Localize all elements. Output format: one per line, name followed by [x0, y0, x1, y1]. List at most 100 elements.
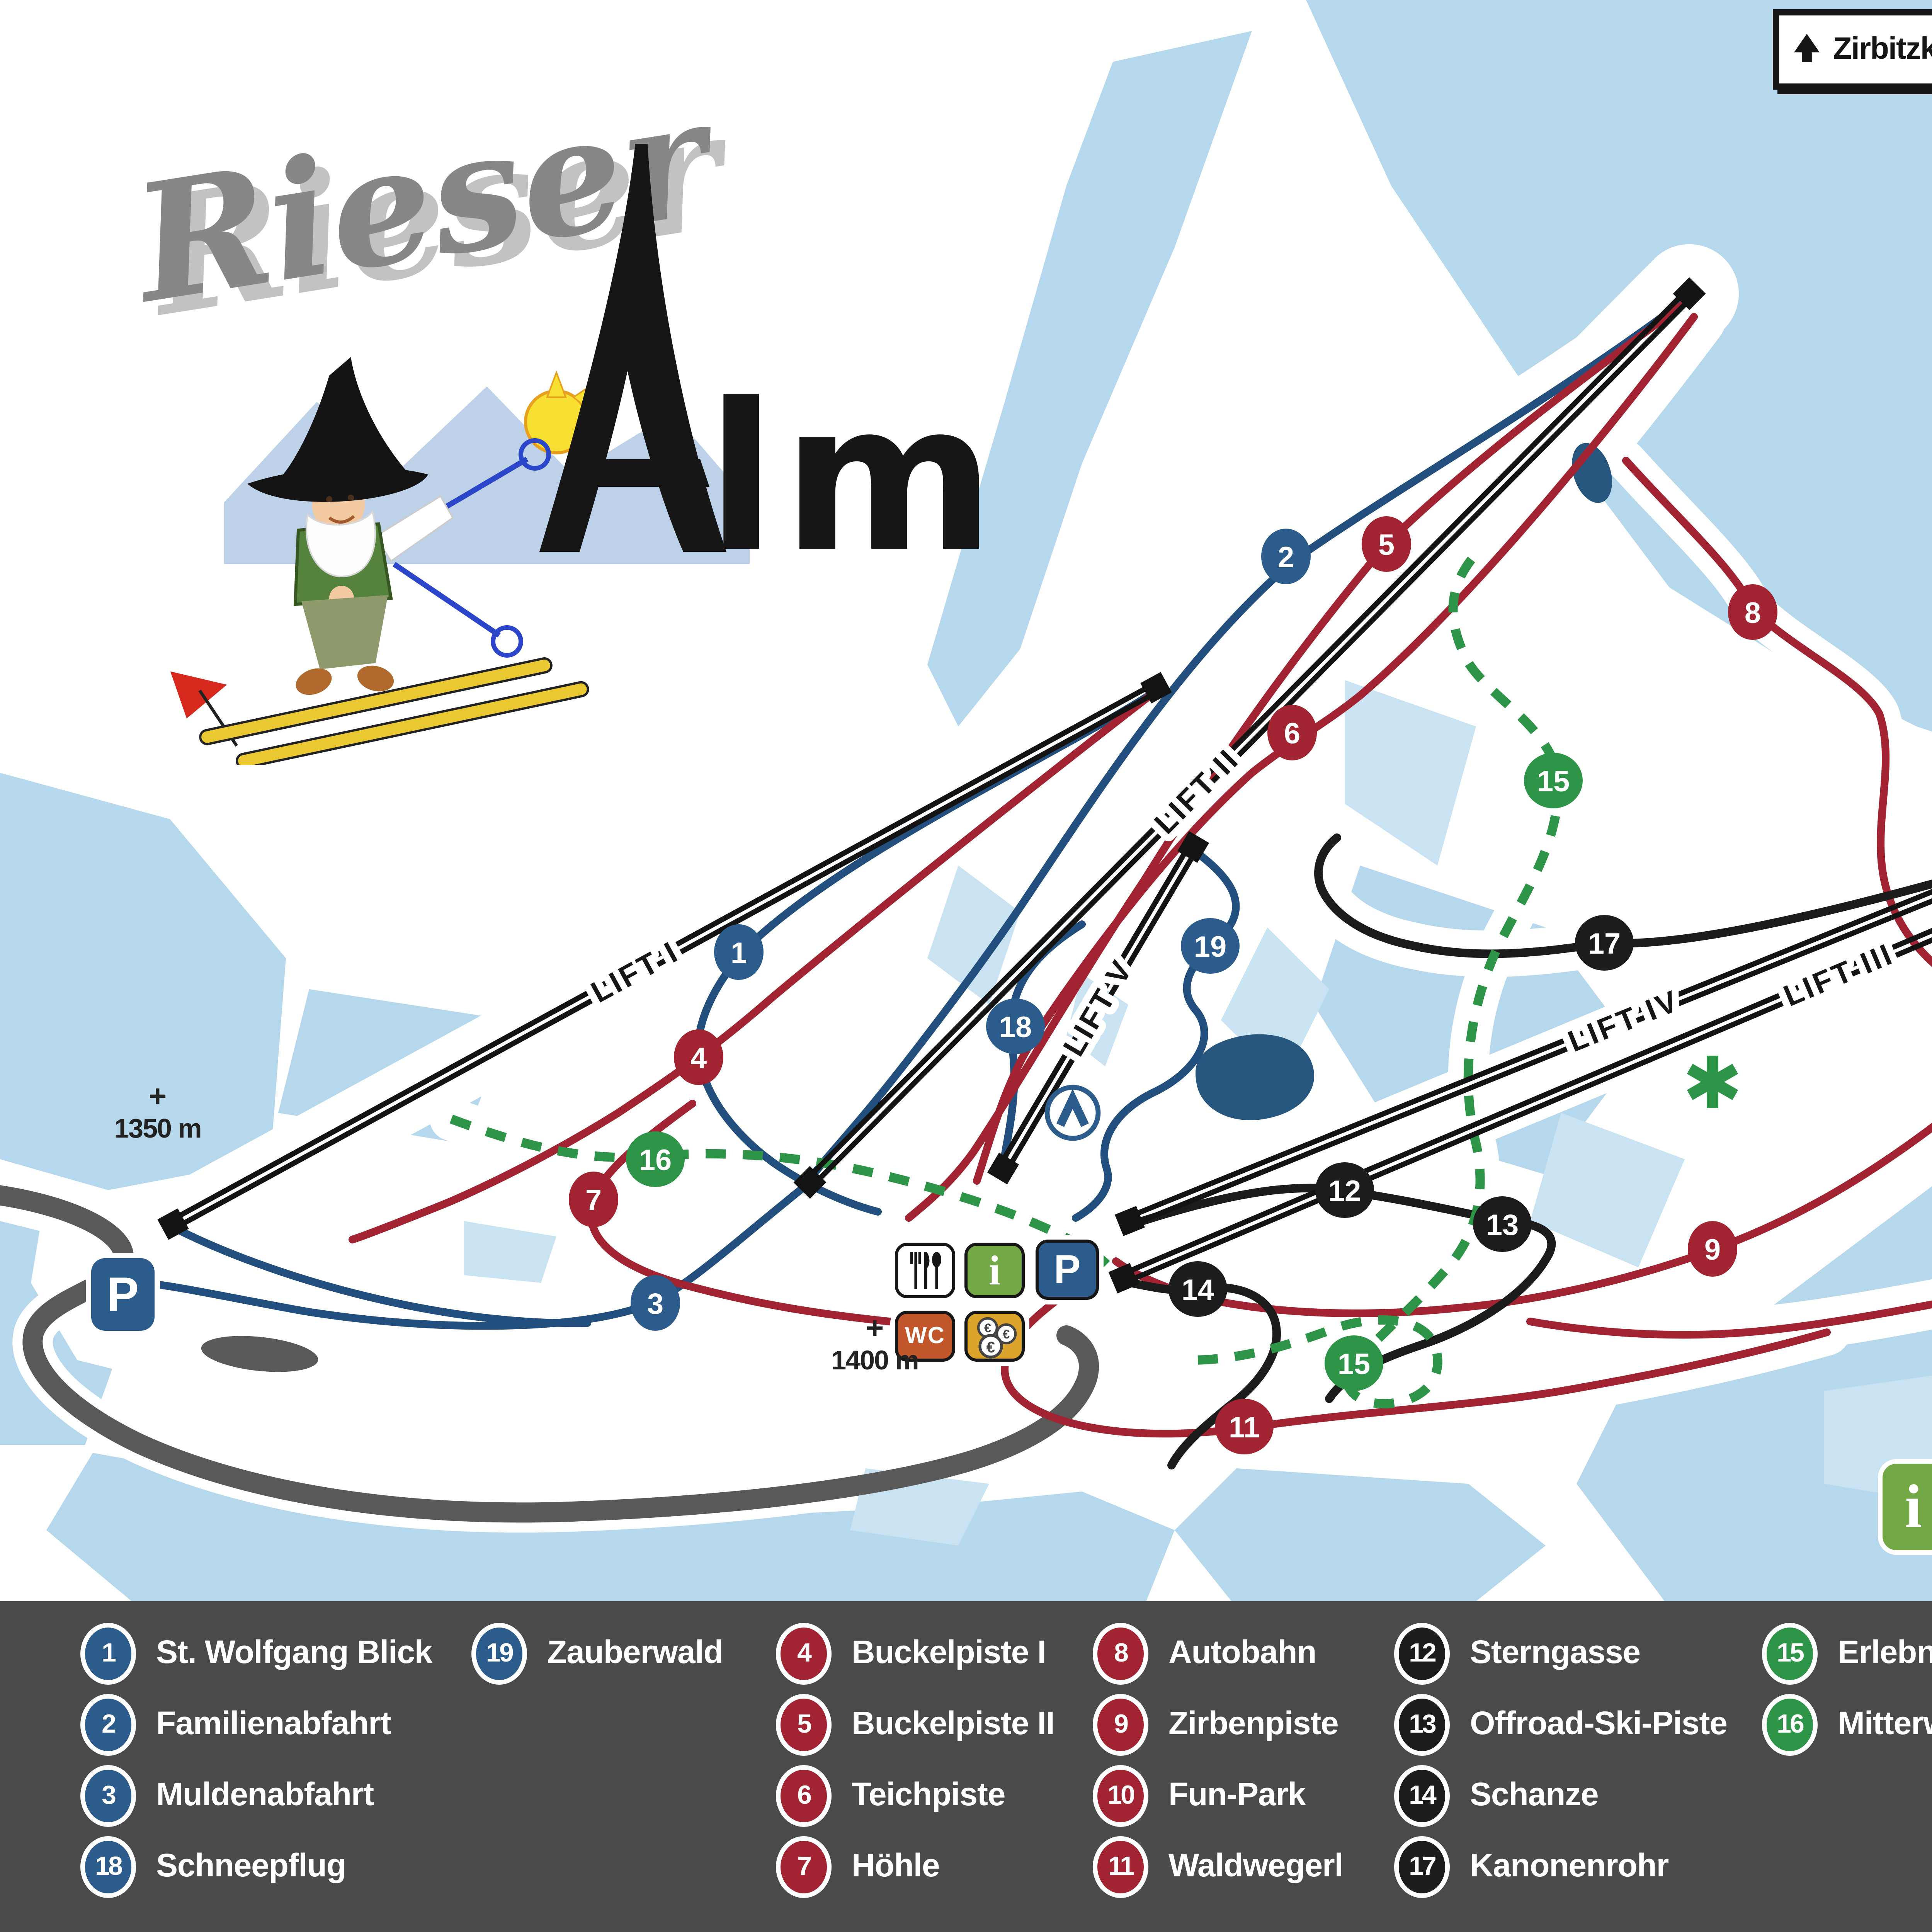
logo-alm-rest: lm	[706, 359, 1001, 597]
legend-item-4: 4 Buckelpiste I	[776, 1623, 1054, 1685]
legend-item-2: 2 Familienabfahrt	[80, 1694, 432, 1756]
gnome-pants	[301, 595, 388, 669]
parking-lot	[201, 1336, 318, 1372]
trail-marker-number: 3	[647, 1287, 663, 1320]
summit-sign: Zirbitzkogel 2397 m	[1773, 9, 1932, 90]
gnome-eye	[348, 495, 354, 501]
trail-marker-number: 5	[1378, 529, 1395, 561]
info-letter: i	[988, 1247, 1000, 1293]
summit-sign-label: Zirbitzkogel 2397 m	[1833, 32, 1932, 66]
svg-text:€: €	[983, 1320, 990, 1334]
trail-badge-10: 10	[1093, 1765, 1148, 1827]
parking-sign-letter: P	[107, 1267, 139, 1321]
trail-marker-18: 18	[986, 998, 1045, 1054]
trail-marker-number: 6	[1284, 717, 1300, 750]
contact-info-box: i Telefon: 03578 / 8215 www.rieseralm.at	[1883, 1456, 1932, 1557]
info-letter: i	[1905, 1471, 1922, 1541]
trail-marker-number: 7	[585, 1184, 602, 1217]
gnome-eye	[326, 496, 332, 502]
elevation-cross: +	[148, 1080, 167, 1114]
trail-marker-3: 3	[631, 1275, 680, 1331]
legend-label: Buckelpiste I	[852, 1635, 1046, 1671]
trail-badge-19: 19	[471, 1623, 527, 1685]
legend-column-red-1: 4 Buckelpiste I 5 Buckelpiste II 6 Teichpiste…	[776, 1623, 1055, 1907]
markers-layer: 1231819456789101112131417151516	[569, 516, 1777, 1454]
trail-marker-11: 11	[1215, 1399, 1274, 1454]
trail-marker-number: 12	[1328, 1175, 1361, 1208]
parking-letter: P	[1054, 1246, 1081, 1292]
gnome-pole	[439, 456, 529, 513]
trail-badge-17: 17	[1394, 1836, 1450, 1898]
legend-label: Kanonenrohr	[1470, 1849, 1669, 1884]
trail-marker-number: 15	[1338, 1348, 1371, 1381]
trail-marker-number: 9	[1704, 1233, 1721, 1266]
trail-marker-14: 14	[1168, 1261, 1227, 1317]
eisberg-marker	[1044, 1085, 1101, 1141]
gnome-pole	[393, 562, 501, 638]
legend-item-5: 5 Buckelpiste II	[776, 1694, 1055, 1756]
trail-marker-16: 16	[626, 1131, 685, 1187]
lift-station	[987, 1152, 1019, 1185]
trail-badge-6: 6	[776, 1765, 832, 1827]
pole-basket	[519, 438, 551, 471]
legend-label: Teichpiste	[852, 1777, 1005, 1813]
trail-badge-2: 2	[80, 1694, 136, 1756]
gnome-boot	[296, 668, 332, 695]
legend-label: Buckelpiste II	[852, 1706, 1055, 1742]
trail-marker-12: 12	[1315, 1162, 1374, 1218]
trail-badge-5: 5	[776, 1694, 832, 1756]
wc-icon: WC	[895, 1311, 955, 1362]
trail-badge-14: 14	[1394, 1765, 1450, 1827]
trail-badge-9: 9	[1093, 1694, 1148, 1756]
info-icon: i	[1883, 1463, 1932, 1550]
gnome-hat	[247, 357, 428, 502]
trail-marker-8: 8	[1728, 584, 1777, 640]
legend-item-17: 17 Kanonenrohr	[1394, 1836, 1727, 1898]
gnome-arm	[374, 495, 454, 562]
legend-label: Familienabfahrt	[156, 1706, 391, 1742]
elevation-cross: +	[866, 1312, 884, 1346]
legend-label: Erlebnisweg	[1838, 1635, 1932, 1671]
legend-label: Schneepflug	[156, 1849, 346, 1884]
trail-marker-15: 15	[1524, 753, 1583, 808]
trail-marker-17: 17	[1575, 915, 1634, 971]
cash-desk-icon: € € €	[964, 1311, 1025, 1362]
trail-marker-number: 1	[731, 937, 747, 969]
trail-marker-4: 4	[674, 1029, 723, 1085]
legend-label: Sterngasse	[1470, 1635, 1641, 1671]
parking-icon: P	[1036, 1240, 1099, 1300]
special-markers-layer	[1044, 1056, 1738, 1141]
trail-marker-number: 16	[639, 1144, 672, 1177]
trail-marker-number: 19	[1194, 930, 1227, 963]
rieseralm-logo: Rieser Rieser lm	[118, 61, 1001, 765]
lift-station	[1108, 1263, 1139, 1294]
lift-station	[157, 1208, 189, 1240]
trail-marker-9: 9	[1688, 1221, 1737, 1277]
gnome-boot	[357, 665, 394, 692]
trail-marker-number: 2	[1278, 541, 1294, 574]
access-road	[0, 1193, 1089, 1512]
trail-marker-19: 19	[1181, 918, 1240, 974]
legend-item-6: 6 Teichpiste	[776, 1765, 1054, 1827]
trail-badge-13: 13	[1394, 1694, 1450, 1756]
trail-badge-8: 8	[1093, 1623, 1148, 1685]
trail-marker-13: 13	[1473, 1196, 1532, 1252]
gnome-beard	[305, 510, 376, 578]
lift-station	[1177, 831, 1209, 863]
trail-badge-4: 4	[776, 1623, 832, 1685]
trail-marker-number: 18	[999, 1011, 1032, 1044]
trail-badge-7: 7	[776, 1836, 832, 1898]
trail-marker-7: 7	[569, 1172, 618, 1227]
